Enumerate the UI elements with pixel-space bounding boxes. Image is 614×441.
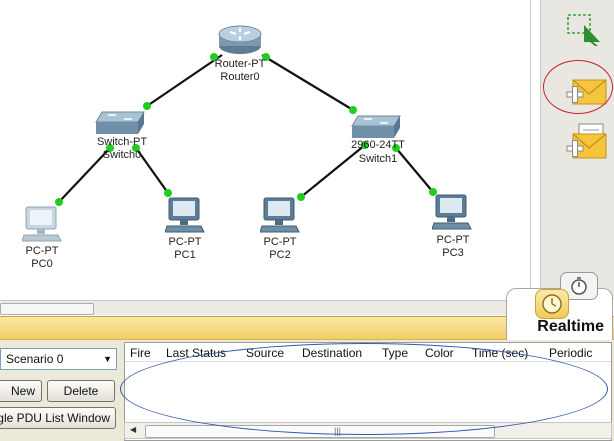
- pc2-name-label: PC2: [269, 249, 291, 261]
- scroll-left-arrow-icon[interactable]: ◀: [130, 425, 137, 434]
- highlight-annotation-oval: [120, 343, 608, 435]
- simulation-mode-button[interactable]: [560, 272, 598, 300]
- pc1-name-label: PC1: [174, 249, 196, 261]
- simulation-stopwatch-icon: [571, 277, 587, 295]
- link-light: [106, 144, 114, 152]
- workspace-horizontal-scrollbar[interactable]: ▶: [0, 300, 530, 315]
- switch0-type-label: Switch-PT: [96, 136, 148, 148]
- pc0[interactable]: [21, 205, 62, 245]
- link-light: [262, 53, 270, 61]
- link-light: [361, 141, 369, 149]
- pc1[interactable]: [164, 196, 205, 236]
- link-light: [164, 189, 172, 197]
- pc-icon: [259, 197, 300, 233]
- link-switch1-pc2[interactable]: [300, 144, 366, 198]
- logical-workspace[interactable]: Router-PT Router0 Switch-PT Switch0 2960…: [0, 0, 531, 300]
- router-icon: [218, 25, 262, 54]
- link-light: [429, 188, 437, 196]
- link-light: [55, 198, 63, 206]
- switch1-name-label: Switch1: [358, 153, 398, 165]
- pc2[interactable]: [259, 196, 300, 236]
- add-complex-pdu-tool[interactable]: [565, 122, 609, 162]
- link-light: [210, 53, 218, 61]
- pc0-name-label: PC0: [31, 258, 53, 270]
- switch-icon: [95, 111, 145, 134]
- pc3-name-label: PC3: [442, 247, 464, 259]
- pc-icon: [21, 206, 62, 242]
- switch0[interactable]: [94, 110, 146, 136]
- link-light: [392, 144, 400, 152]
- common-tools-palette: [540, 0, 614, 300]
- select-tool[interactable]: [566, 12, 604, 46]
- select-icon: [567, 14, 600, 46]
- pc-icon: [164, 197, 205, 233]
- scrollbar-thumb[interactable]: [0, 303, 94, 315]
- pc0-type-label: PC-PT: [25, 245, 59, 257]
- column-header-periodic[interactable]: Periodic: [549, 346, 593, 360]
- scenario-select[interactable]: Scenario 0 ▼: [0, 348, 117, 370]
- pc3[interactable]: [431, 193, 472, 233]
- toggle-pdu-list-button[interactable]: Toggle PDU List Window: [0, 407, 116, 429]
- new-scenario-button[interactable]: New: [0, 380, 42, 402]
- link-switch0-pc1[interactable]: [135, 147, 169, 194]
- pc3-type-label: PC-PT: [436, 234, 470, 246]
- link-switch1-pc3[interactable]: [395, 147, 434, 193]
- add-complex-pdu-icon: [566, 123, 607, 159]
- router0-type-label: Router-PT: [214, 58, 266, 70]
- link-switch0-pc0[interactable]: [57, 147, 111, 204]
- link-light: [132, 144, 140, 152]
- switch1[interactable]: [350, 114, 402, 140]
- router0-name-label: Router0: [220, 71, 260, 83]
- realtime-label: Realtime: [537, 318, 604, 335]
- chevron-down-icon: ▼: [103, 354, 112, 364]
- link-light: [349, 106, 357, 114]
- pc2-type-label: PC-PT: [263, 236, 297, 248]
- router0[interactable]: [217, 24, 263, 56]
- switch-icon: [351, 115, 401, 138]
- pc1-type-label: PC-PT: [168, 236, 202, 248]
- switch1-type-label: 2960-24TT: [351, 139, 405, 151]
- link-router0-switch0[interactable]: [146, 54, 223, 107]
- link-router0-switch1[interactable]: [261, 54, 354, 111]
- link-layer: [55, 53, 437, 206]
- realtime-mode-button[interactable]: [535, 289, 569, 319]
- delete-scenario-button[interactable]: Delete: [47, 380, 115, 402]
- switch0-name-label: Switch0: [102, 149, 142, 161]
- pc-icon: [431, 194, 472, 230]
- clock-icon: [542, 294, 562, 314]
- highlight-annotation-circle: [543, 60, 613, 114]
- column-header-fire[interactable]: Fire: [130, 346, 151, 360]
- link-light: [297, 193, 305, 201]
- scenario-select-value: Scenario 0: [6, 352, 64, 366]
- link-light: [143, 102, 151, 110]
